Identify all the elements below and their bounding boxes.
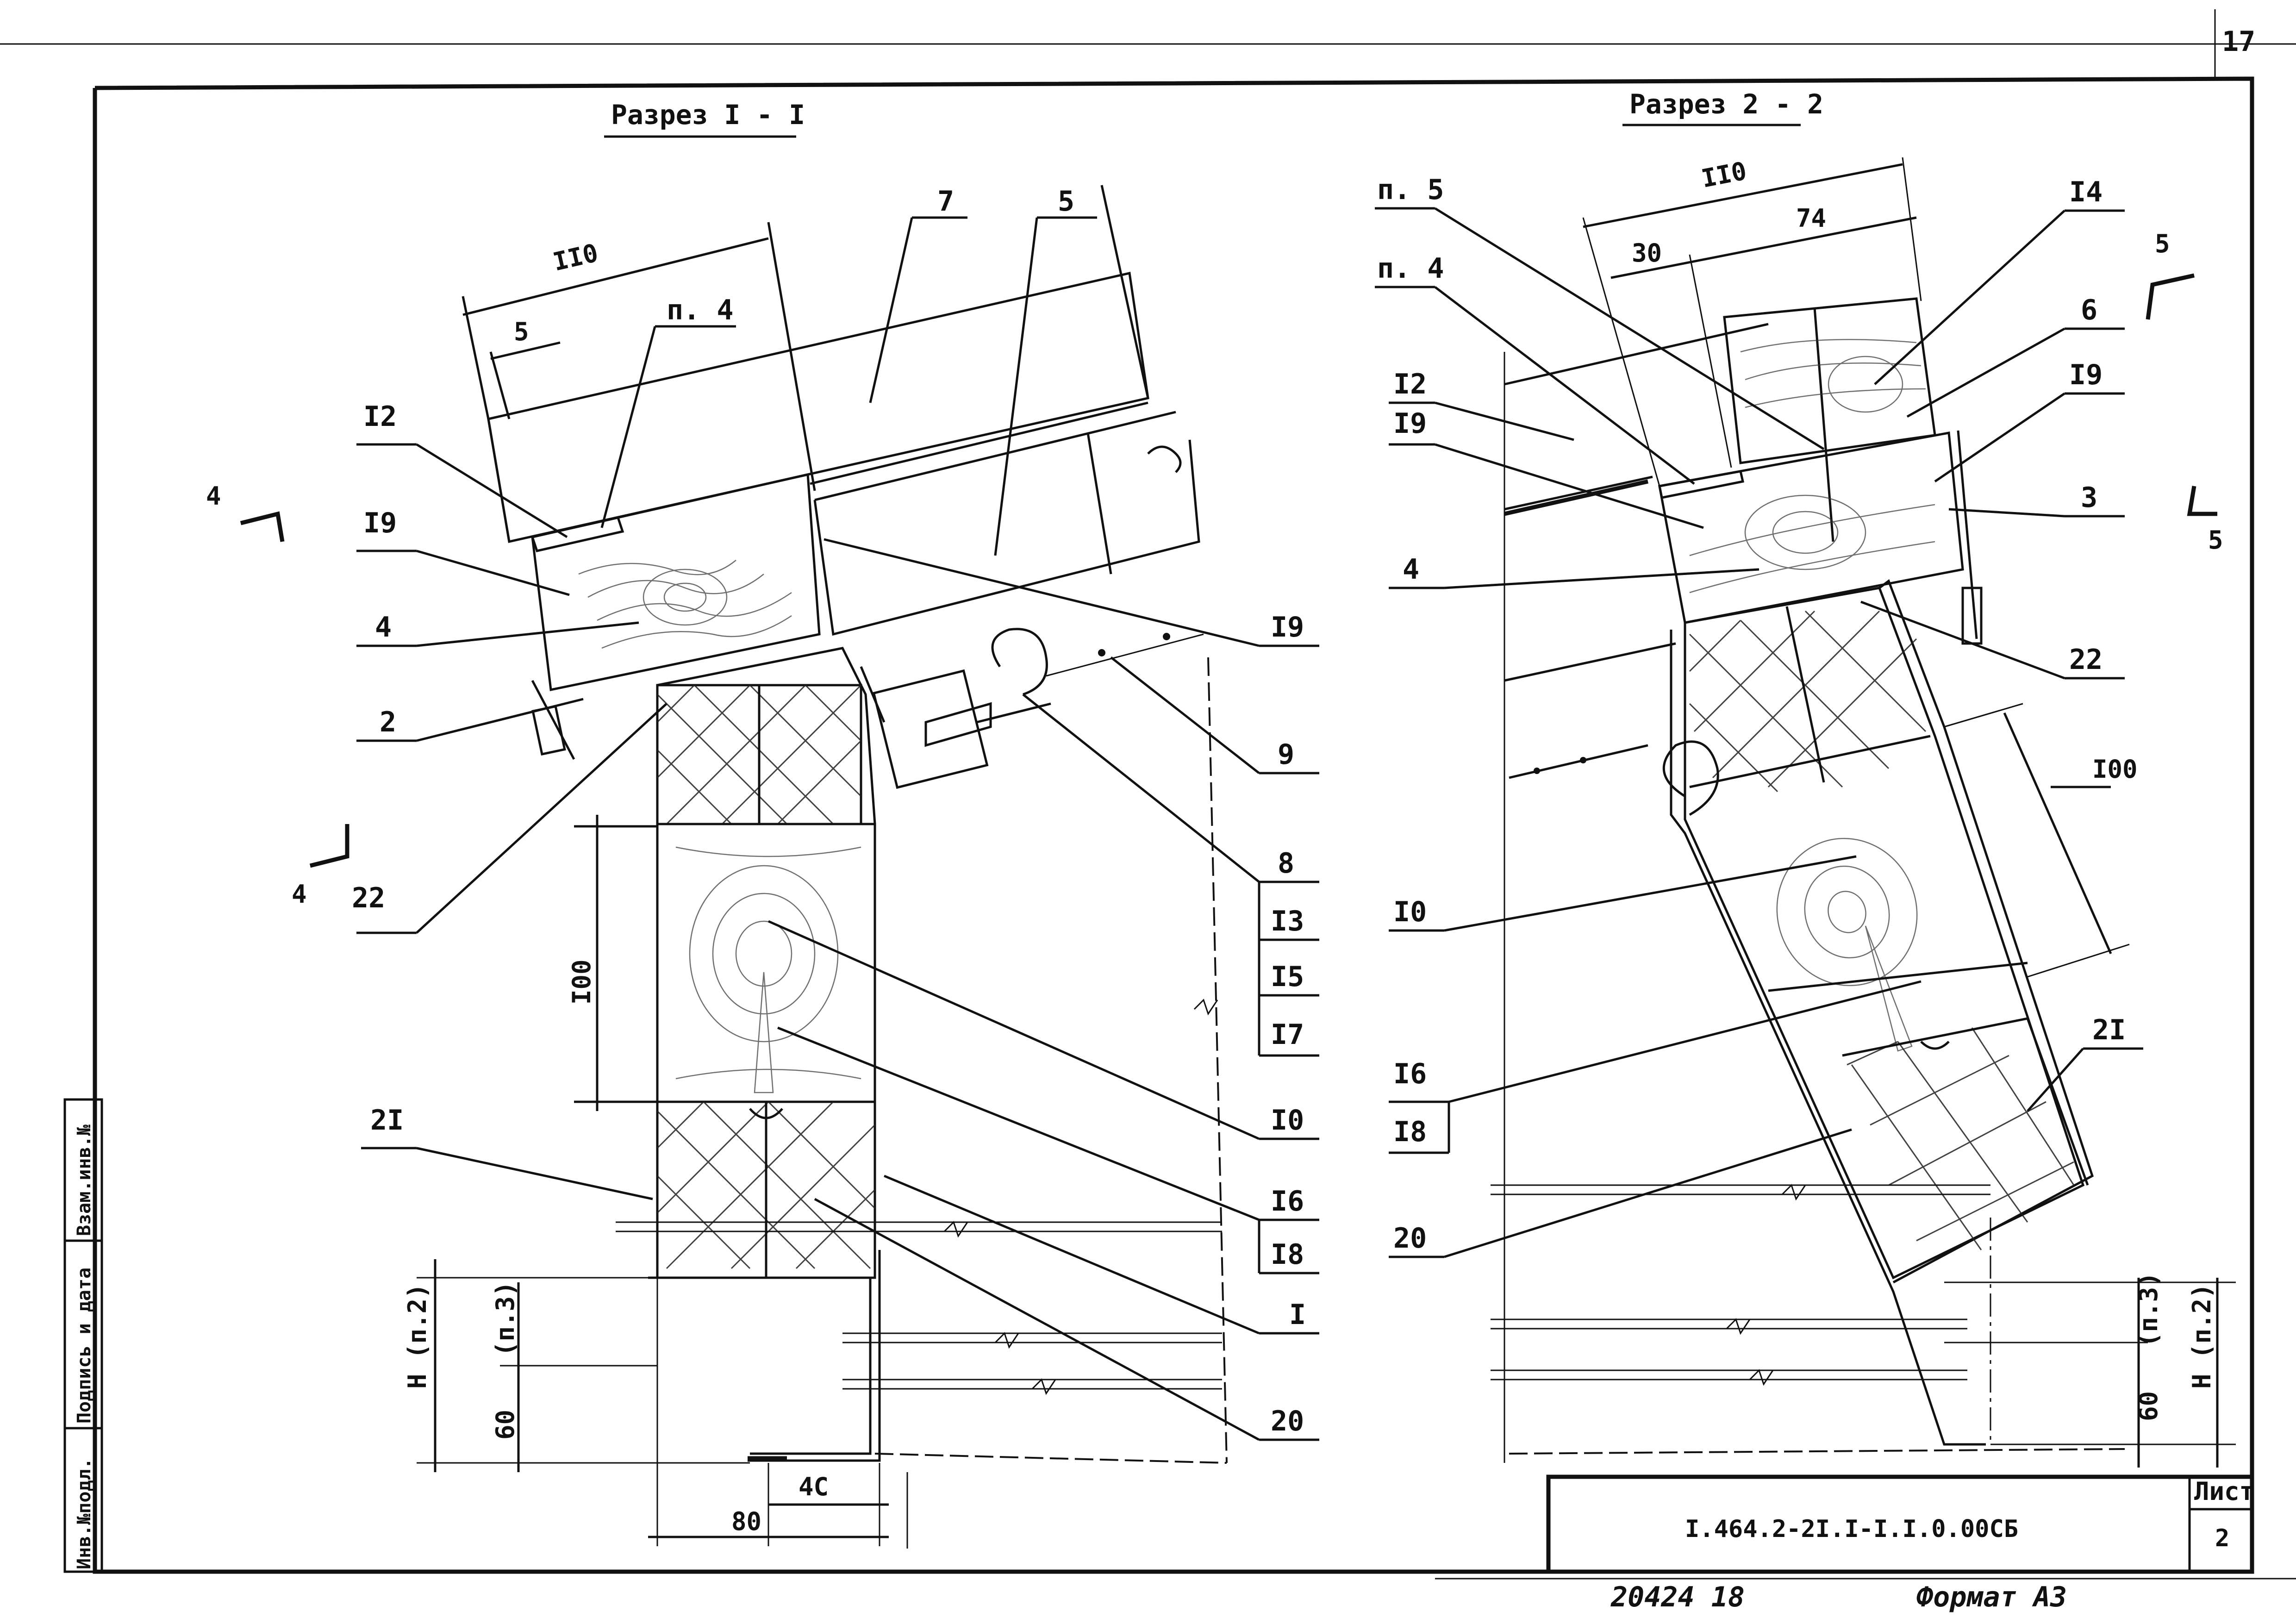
leader-lines-left-of-section-2 — [1389, 401, 1922, 1258]
leader-lines-left — [356, 443, 668, 1200]
label-21-right: 2I — [2092, 1014, 2126, 1046]
dim-30-right: 30 — [1632, 238, 1662, 268]
label-15: I5 — [1271, 961, 1304, 993]
break-lines-left — [616, 999, 1222, 1395]
label-19-left: I9 — [363, 507, 397, 539]
label-18-right: I8 — [1393, 1116, 1427, 1148]
label-18-left: I8 — [1271, 1238, 1304, 1271]
cut-marker-5-bottom: 5 — [2208, 525, 2223, 555]
label-22-left: 22 — [352, 882, 385, 914]
section-1-1-title: Разрез I - I — [611, 99, 805, 131]
wood-grain-upper — [578, 560, 792, 649]
dim-p3-left: (п.3) — [491, 1281, 520, 1356]
sidebar-stamp: Взам.инв.№ Подпись и дата Инв.№подл. — [63, 1098, 103, 1573]
dim-100-right: I00 — [2092, 755, 2138, 784]
label-12-left: I2 — [363, 400, 397, 433]
dim-40-left: 4C — [799, 1472, 829, 1501]
label-5-left: 5 — [1058, 185, 1074, 218]
dim-80-left: 80 — [731, 1507, 761, 1536]
dim-60-left: 60 — [491, 1410, 520, 1440]
label-13: I3 — [1271, 905, 1304, 937]
label-9: 9 — [1278, 738, 1294, 771]
sidebar-field-signature-date: Подпись и дата — [74, 1268, 95, 1424]
footer-format: Формат А3 — [1916, 1581, 2067, 1613]
corner-sheet-number: 17 — [2222, 25, 2255, 58]
cut-marker-4-top: 4 — [206, 481, 221, 511]
title-block-sheet-label: Лист — [2194, 1477, 2254, 1506]
label-16-right: I6 — [1393, 1058, 1427, 1090]
label-3: 3 — [2081, 481, 2097, 514]
label-17: I7 — [1271, 1018, 1304, 1051]
dim-110-right: II0 — [1699, 156, 1749, 193]
note-p4-left: п. 4 — [667, 294, 734, 326]
dim-60-right: 60 — [2134, 1391, 2163, 1421]
cut-marker-5-top: 5 — [2155, 229, 2170, 258]
wood-grain-right-top — [1740, 339, 1926, 413]
label-12-right: I2 — [1393, 368, 1427, 400]
label-2-left: 2 — [380, 706, 396, 738]
insulation-hatch-top — [656, 684, 862, 825]
insulation-hatch-right-upper — [1689, 610, 1927, 793]
sidebar-field-inv-original: Инв.№подл. — [74, 1458, 95, 1569]
footer: 20424 18 Формат А3 — [1435, 1578, 2296, 1613]
label-20-left: 20 — [1271, 1405, 1304, 1437]
title-block-designation: I.464.2-2I.I-I.I.0.00СБ — [1685, 1515, 2018, 1543]
wood-grain-right-upper — [1689, 494, 1935, 593]
label-16-left: I6 — [1271, 1185, 1304, 1218]
wood-grain-middle — [675, 846, 861, 1093]
dim-5-left: 5 — [514, 317, 529, 346]
label-19-right-right: I9 — [2069, 359, 2103, 391]
dim-74-right: 74 — [1796, 204, 1826, 233]
title-block: I.464.2-2I.I-I.I.0.00СБ Лист 2 — [1546, 1474, 2254, 1574]
label-14: I4 — [2069, 176, 2103, 208]
dim-H-left: H (п.2) — [403, 1283, 432, 1389]
label-19-right: I9 — [1271, 611, 1304, 643]
label-20-right: 20 — [1393, 1222, 1427, 1255]
break-lines-right — [1491, 1184, 1990, 1386]
note-p5-right: п. 5 — [1377, 174, 1444, 206]
label-1: I — [1289, 1299, 1306, 1331]
title-block-sheet-number: 2 — [2215, 1524, 2229, 1552]
insulation-hatch-right-lower — [1847, 1027, 2075, 1250]
label-4-right: 4 — [1403, 553, 1419, 586]
leader-lines-right-of-section-2 — [1860, 209, 2143, 1112]
label-6: 6 — [2081, 294, 2097, 326]
sheet-frame: 17 — [0, 9, 2296, 1574]
dim-p3-right: (п.3) — [2134, 1272, 2163, 1347]
dim-110-left: II0 — [550, 238, 601, 276]
label-19-right-left: I9 — [1393, 407, 1427, 440]
section-1-1: Разрез I - I — [206, 99, 1319, 1549]
note-p4-right: п. 4 — [1377, 252, 1444, 285]
label-10-right: I0 — [1393, 896, 1427, 928]
wood-grain-right-middle — [1776, 837, 1918, 1052]
dim-H-right: H (п.2) — [2187, 1283, 2216, 1389]
sidebar-field-replace-inv: Взам.инв.№ — [74, 1124, 95, 1236]
footer-archive-number: 20424 18 — [1610, 1581, 1745, 1613]
section-2-2: Разрез 2 - 2 — [1375, 88, 2236, 1468]
label-8: 8 — [1278, 847, 1294, 880]
label-4-left: 4 — [375, 611, 392, 643]
leader-lines-right-of-section-1 — [767, 538, 1319, 1441]
label-10-left: I0 — [1271, 1104, 1304, 1137]
label-7: 7 — [937, 185, 954, 218]
section-2-2-title: Разрез 2 - 2 — [1629, 88, 1823, 120]
label-boxes-right-of-section-1 — [1258, 882, 1319, 1274]
label-21-left: 2I — [370, 1104, 404, 1137]
label-22-right: 22 — [2069, 643, 2103, 676]
dim-100-left: I00 — [567, 959, 596, 1005]
cut-marker-4-bottom: 4 — [292, 880, 307, 909]
